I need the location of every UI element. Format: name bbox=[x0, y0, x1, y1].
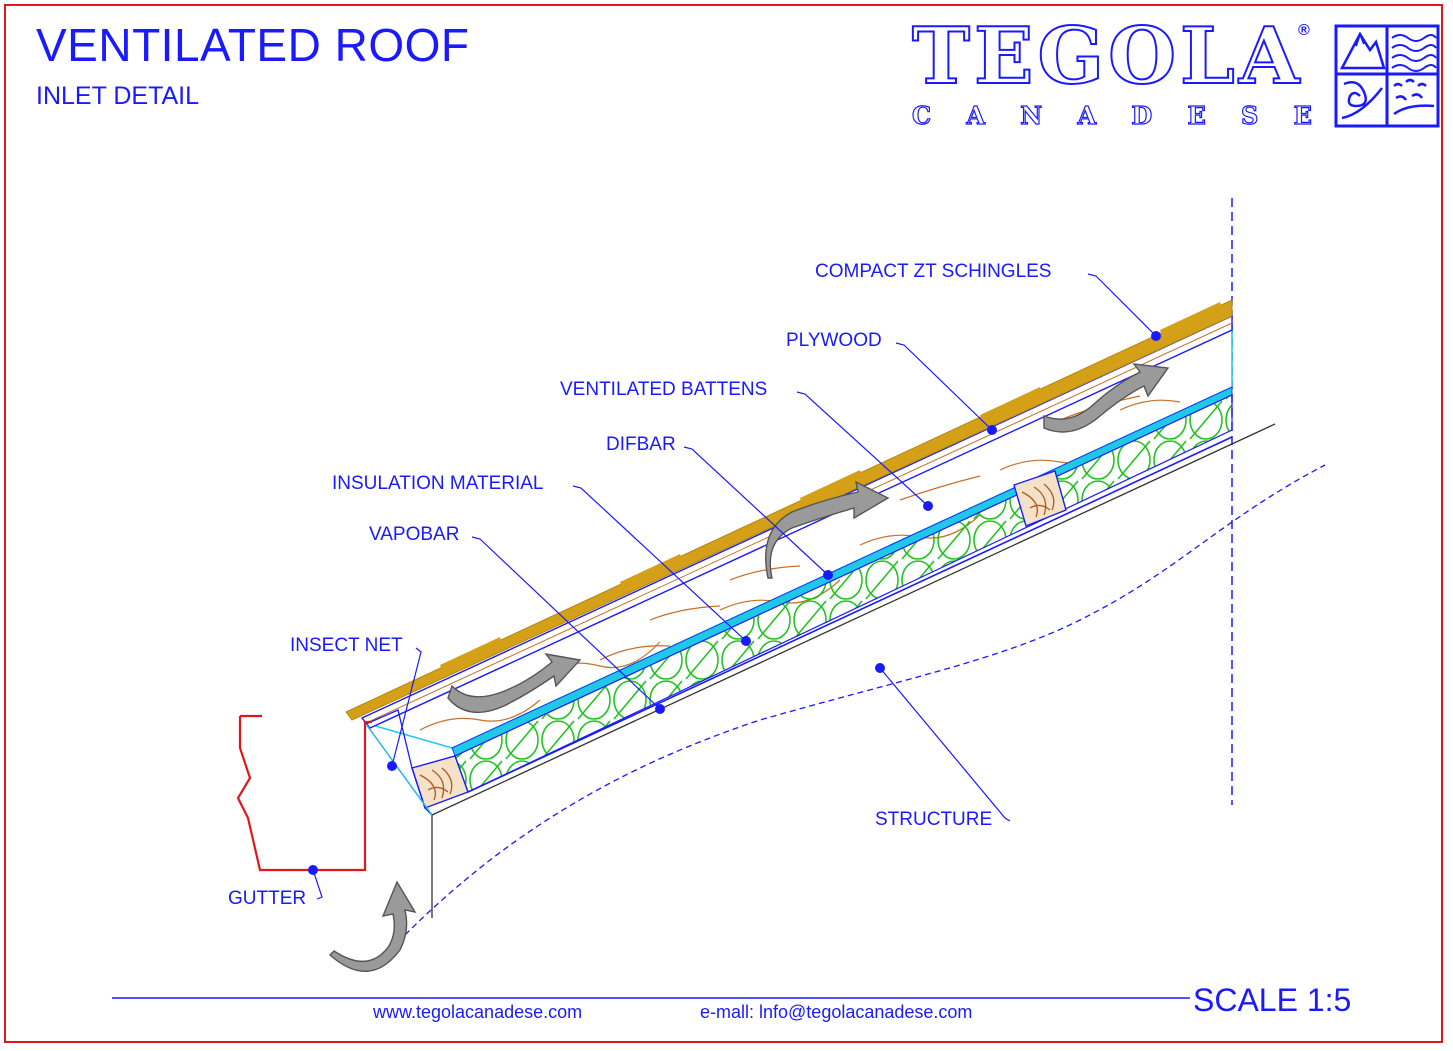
label-vapobar: VAPOBAR bbox=[369, 524, 460, 545]
leader-lines bbox=[312, 273, 1157, 900]
brand-letter: C bbox=[911, 101, 932, 130]
scale-label: SCALE 1:5 bbox=[1193, 982, 1352, 1018]
brand-letter: A bbox=[966, 101, 986, 130]
website-link[interactable]: www.tegolacanadese.com bbox=[373, 1002, 583, 1022]
label-plywood: PLYWOOD bbox=[786, 330, 882, 351]
label-structure: STRUCTURE bbox=[875, 809, 993, 830]
difbar-membrane bbox=[451, 386, 1233, 757]
brand-letter: S bbox=[1240, 101, 1259, 130]
brand-name: TEGOLA bbox=[911, 11, 1304, 102]
shingle-layer bbox=[345, 299, 1233, 721]
drawing-subtitle: INLET DETAIL bbox=[36, 82, 200, 110]
brand-logo-text: TEGOLA ® C A N A D E S E bbox=[911, 11, 1313, 138]
label-gutter: GUTTER bbox=[228, 888, 307, 909]
brand-letter: N bbox=[1020, 101, 1043, 130]
structure-edge bbox=[431, 423, 1276, 816]
insulation-layer bbox=[454, 394, 1233, 793]
brand-letter: E bbox=[1293, 101, 1313, 130]
label-difbar: DIFBAR bbox=[606, 434, 676, 455]
airflow-arrow-2 bbox=[765, 480, 890, 579]
leader-dots bbox=[308, 331, 1161, 875]
brand-letter: E bbox=[1187, 101, 1207, 130]
email-link[interactable]: e-mall: lnfo@tegolacanadese.com bbox=[700, 1002, 973, 1022]
label-insulation-material: INSULATION MATERIAL bbox=[332, 473, 544, 494]
airflow-arrow-1 bbox=[447, 653, 582, 714]
brand-letter: A bbox=[1077, 101, 1097, 130]
drawing-frame bbox=[4, 4, 1443, 1043]
brand-emblem-icon bbox=[1334, 24, 1440, 128]
label-compact-zt-shingles: COMPACT ZT SCHINGLES bbox=[815, 261, 1052, 282]
airflow-arrow-inlet bbox=[328, 880, 417, 972]
airflow-arrows bbox=[328, 363, 1170, 972]
brand-subtitle: C A N A D E S E bbox=[911, 101, 1313, 130]
label-insect-net: INSECT NET bbox=[290, 635, 403, 656]
rafter-block-right bbox=[1013, 470, 1067, 527]
brand-letter: D bbox=[1131, 101, 1153, 130]
label-ventilated-battens: VENTILATED BATTENS bbox=[560, 379, 768, 400]
gutter-profile bbox=[236, 714, 372, 872]
shingle-steps bbox=[440, 302, 1222, 671]
structure-line bbox=[404, 464, 1326, 936]
airflow-arrow-3 bbox=[1043, 363, 1170, 433]
vapobar-line bbox=[467, 436, 1233, 793]
drawing-title: VENTILATED ROOF bbox=[36, 19, 470, 71]
registered-mark: ® bbox=[1298, 22, 1310, 39]
